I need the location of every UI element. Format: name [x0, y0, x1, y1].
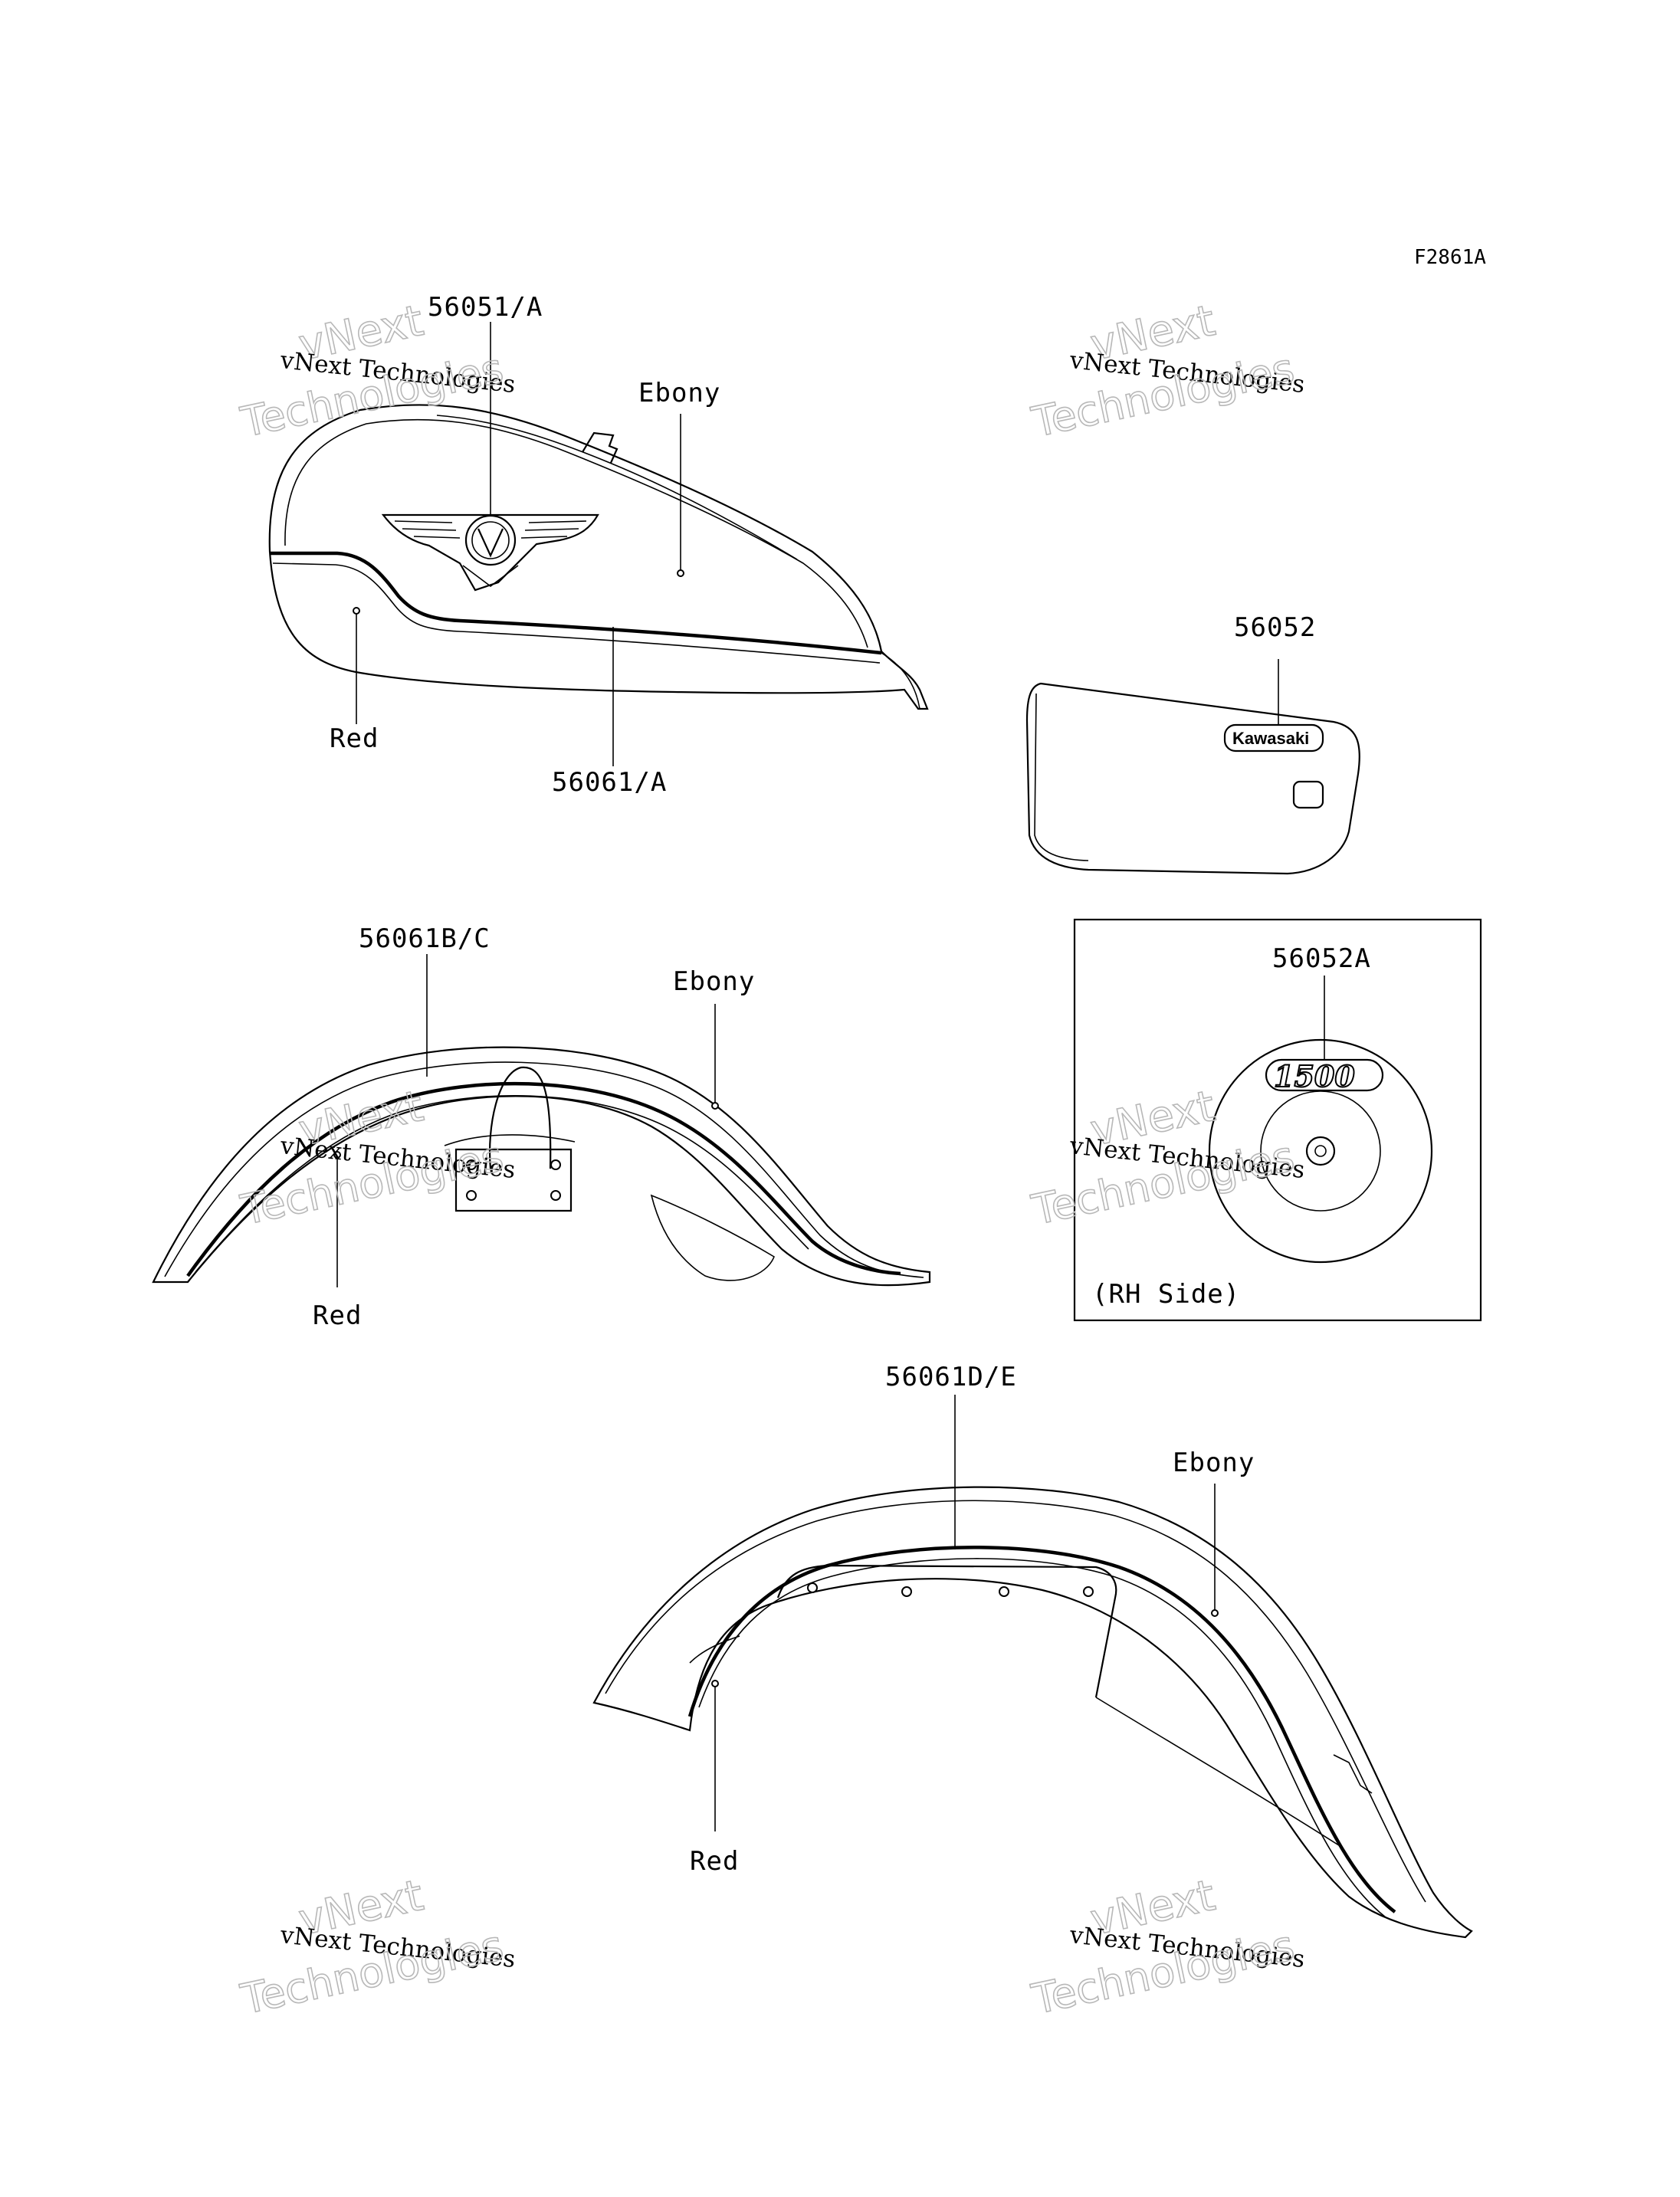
fuel-tank: [268, 322, 929, 766]
label-tank-ebony: Ebony: [638, 378, 720, 408]
rh-side-panel: 1500: [1073, 918, 1482, 1322]
side-cover: Kawasaki: [1025, 659, 1360, 875]
label-tank-red: Red: [330, 723, 379, 754]
label-rh-side: (RH Side): [1092, 1279, 1240, 1310]
label-rh-emblem: 56052A: [1272, 943, 1371, 974]
label-tank-stripe: 56061/A: [552, 767, 667, 798]
figure-code: F2861A: [1414, 246, 1486, 269]
watermark-top-right: vNext vNext Technologies Technologies: [1027, 295, 1306, 447]
watermark-mid-right: vNext vNext Technologies Technologies: [1027, 1080, 1306, 1235]
label-rear-fender-red: Red: [690, 1846, 739, 1877]
side-cover-badge: Kawasaki: [1232, 729, 1309, 748]
label-front-fender-stripe: 56061B/C: [359, 923, 491, 954]
label-rear-fender-stripe: 56061D/E: [885, 1362, 1017, 1392]
label-rear-fender-ebony: Ebony: [1173, 1448, 1255, 1478]
rh-emblem-badge: 1500: [1274, 1059, 1355, 1094]
front-fender: [152, 954, 931, 1287]
label-front-fender-ebony: Ebony: [673, 966, 755, 997]
label-tank-emblem: 56051/A: [428, 292, 543, 323]
label-side-cover: 56052: [1234, 612, 1316, 643]
tank-emblem-graphic: [381, 513, 599, 592]
watermark-bottom-right: vNext vNext Technologies Technologies: [1027, 1870, 1306, 2024]
label-front-fender-red: Red: [313, 1300, 362, 1331]
rear-fender: [592, 1395, 1473, 1939]
watermark-bottom-left: vNext vNext Technologies Technologies: [236, 1870, 517, 2024]
